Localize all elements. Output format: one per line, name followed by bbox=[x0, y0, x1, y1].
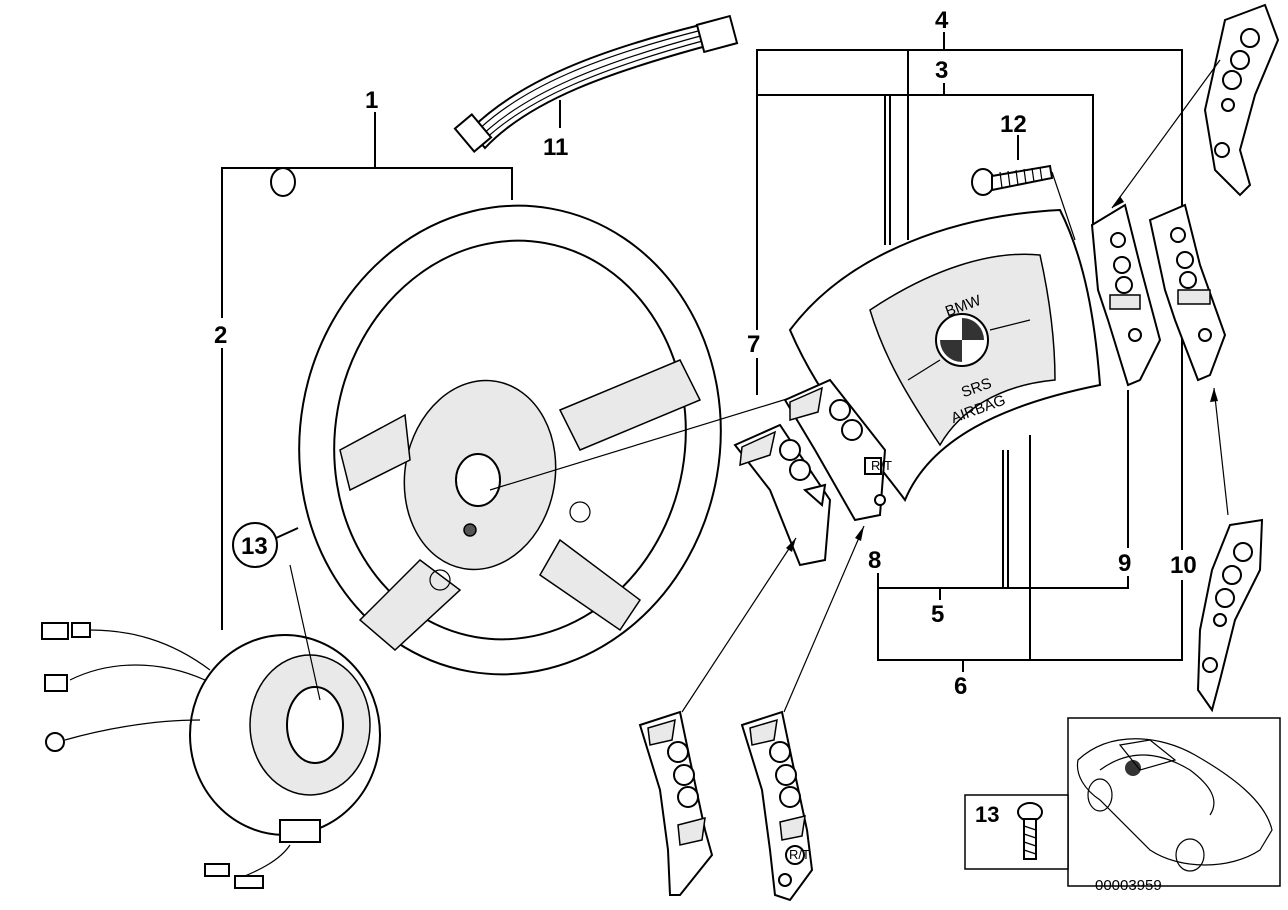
switch-variant-bottom-b[interactable] bbox=[740, 710, 814, 902]
callout-8-bg bbox=[866, 545, 890, 573]
bracket-1 bbox=[221, 112, 513, 630]
car-locator-inset bbox=[1067, 717, 1281, 887]
label-rt-b: R/T bbox=[871, 458, 892, 473]
callout-9: 9 bbox=[1118, 550, 1131, 577]
arrow-top-right-head bbox=[1112, 196, 1124, 208]
label-rt-a: R/T bbox=[789, 847, 810, 862]
callout-10: 10 bbox=[1170, 552, 1197, 579]
mf-switch-right-part[interactable] bbox=[783, 378, 887, 522]
callout-2-bg bbox=[212, 318, 236, 348]
leader-line-switch bbox=[489, 397, 791, 491]
arrow-bottom-right bbox=[1213, 387, 1229, 516]
screw-13-inset bbox=[964, 794, 1069, 870]
arrow-top-right bbox=[1111, 59, 1221, 209]
drawing-number: 00003959 bbox=[1095, 877, 1162, 894]
switch-variant-top-right[interactable] bbox=[1203, 3, 1280, 197]
mf-switch-10-part[interactable] bbox=[1148, 203, 1227, 382]
callout-1: 1 bbox=[365, 87, 378, 114]
callout-3-bg bbox=[930, 55, 958, 83]
slip-ring-part[interactable] bbox=[41, 622, 381, 889]
steering-wheel-part[interactable] bbox=[262, 172, 757, 708]
callout-6: 6 bbox=[954, 673, 967, 700]
callout-5: 5 bbox=[931, 601, 944, 628]
screw-part[interactable] bbox=[270, 164, 1054, 197]
switch-variant-bottom-a[interactable] bbox=[638, 710, 714, 896]
bracket-6 bbox=[877, 435, 1183, 672]
arrow-bottom-right-head bbox=[1210, 388, 1218, 402]
callout-7-bg bbox=[745, 330, 769, 358]
leader-line-12b bbox=[1051, 171, 1076, 241]
callout-13-inset: 13 bbox=[975, 802, 999, 827]
mf-switch-left-part[interactable] bbox=[733, 423, 832, 567]
arrow-bottom-a-head bbox=[786, 538, 796, 552]
wiring-harness-part[interactable] bbox=[453, 14, 739, 153]
arrow-bottom-b-head bbox=[855, 526, 864, 541]
mf-switch-9-part[interactable] bbox=[1090, 203, 1162, 387]
callout-3: 3 bbox=[935, 57, 948, 84]
switch-variant-bottom-right[interactable] bbox=[1196, 518, 1264, 713]
arrow-bottom-b bbox=[783, 525, 865, 713]
callout-10-bg bbox=[1168, 550, 1204, 578]
callout-7: 7 bbox=[747, 331, 760, 358]
callout-12: 12 bbox=[1000, 111, 1027, 138]
callout-4: 4 bbox=[935, 7, 949, 34]
callout-2: 2 bbox=[214, 322, 227, 349]
callout-8: 8 bbox=[868, 547, 881, 574]
arrow-bottom-a bbox=[681, 537, 797, 713]
callout-13-circle bbox=[232, 522, 321, 701]
callout-13: 13 bbox=[241, 533, 268, 560]
callout-9-bg bbox=[1116, 548, 1140, 576]
callout-11: 11 bbox=[543, 134, 568, 161]
bracket-3 bbox=[757, 80, 1094, 245]
